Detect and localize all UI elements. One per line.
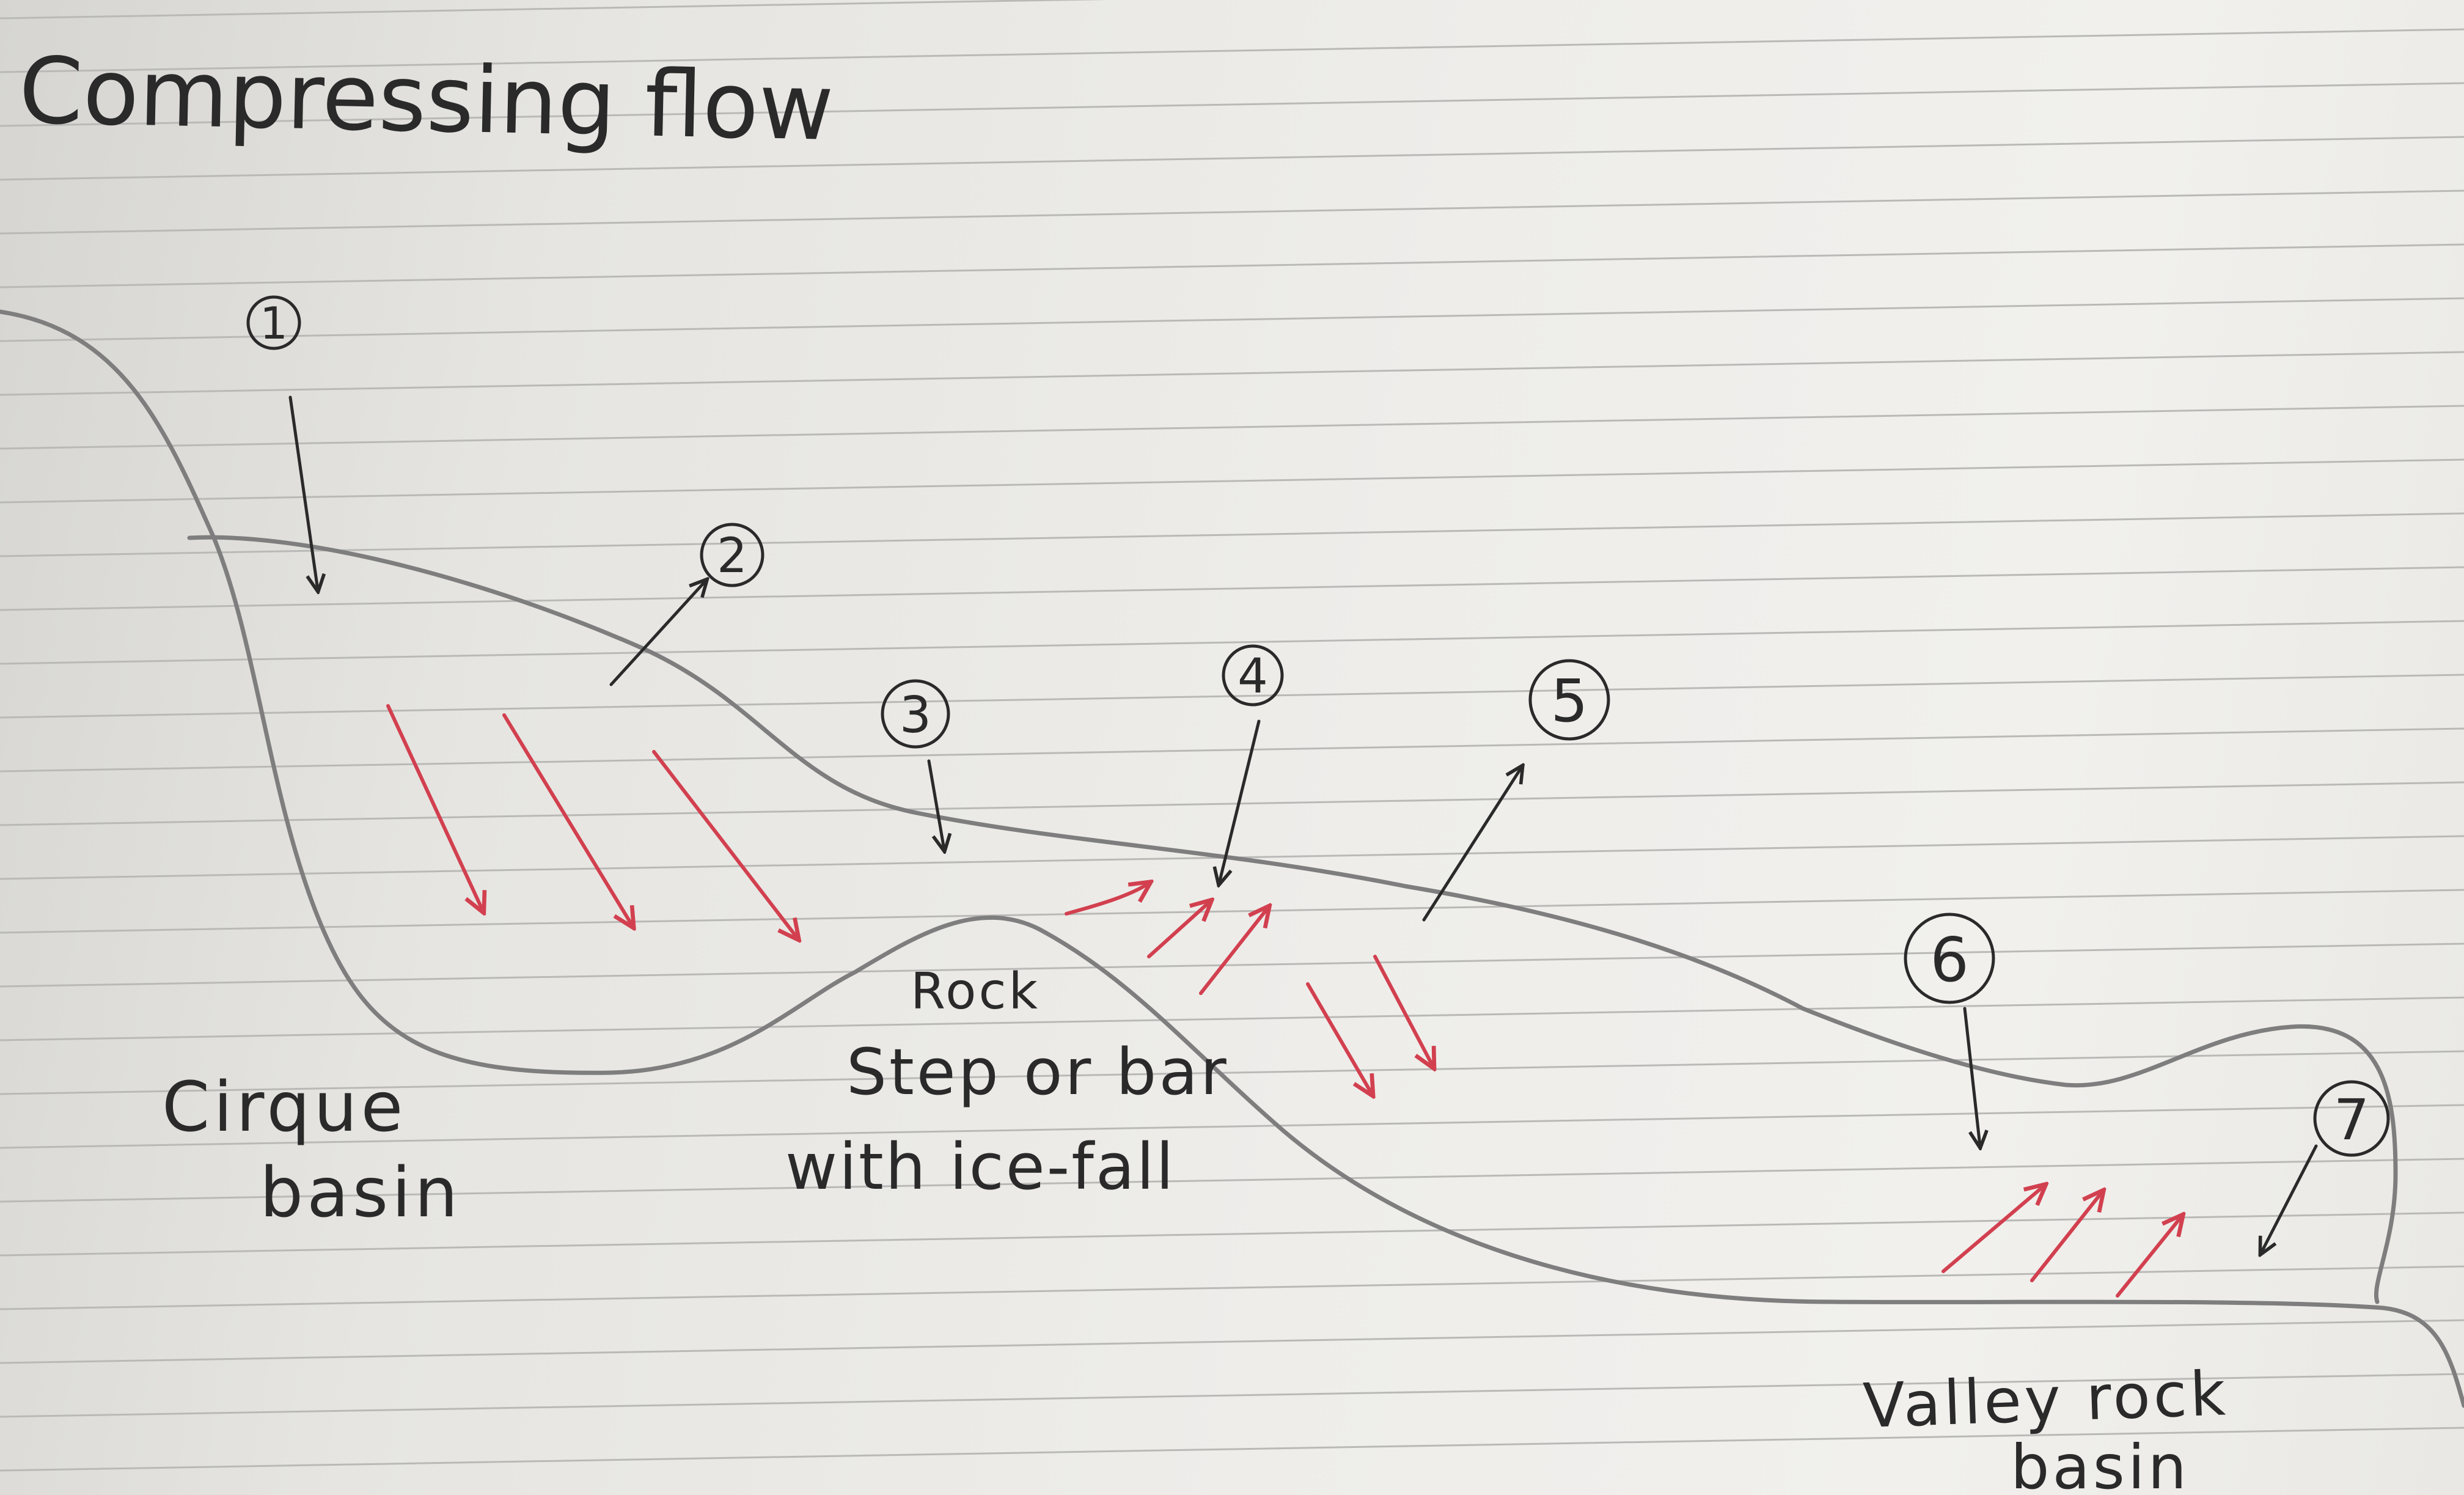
marker-2-label: 2 [717,529,747,584]
flow-arrow-down [652,750,798,938]
flow-arrow-up [1065,883,1149,916]
flow-arrow-down [1373,955,1433,1067]
rock-label-line2: Step or bar [846,1035,1229,1109]
rule-line [0,1050,2464,1095]
rule-line [0,512,2464,557]
rule-line [0,1319,2464,1364]
numbered-markers: 1 2 3 4 5 6 7 [246,295,2390,1157]
rule-line [0,566,2464,611]
rule-line [0,405,2464,450]
flow-arrow-down [502,713,632,926]
rule-line [0,1373,2464,1418]
rule-line [0,1211,2464,1257]
flow-arrow-up [2116,1216,2182,1298]
leader-arrow-7 [2261,1144,2318,1253]
leader-arrow-3 [927,759,944,850]
rule-line [0,28,2464,73]
marker-6-label: 6 [1930,924,1969,996]
rule-line [0,1104,2464,1149]
marker-7: 7 [2313,1080,2390,1157]
rule-line [0,0,1109,20]
marker-4: 4 [1222,644,1284,707]
rule-line [0,889,2464,934]
rule-line [0,1158,2464,1203]
marker-5: 5 [1528,659,1610,741]
marker-3-label: 3 [900,686,931,744]
leader-arrow-4 [1219,719,1261,883]
rule-line [0,781,2464,826]
rule-line [0,297,2464,342]
region-labels: Cirque basin Rock Step or bar with ice-f… [162,963,2229,1495]
leader-arrows [288,395,2318,1253]
rule-line [0,458,2464,504]
flow-arrow-down [386,704,483,911]
rule-line [0,136,2464,181]
leader-arrow-1 [288,395,318,590]
rule-line [0,82,2464,127]
marker-6: 6 [1904,913,1995,1004]
marker-2: 2 [700,523,765,587]
marker-4-label: 4 [1238,649,1268,704]
cirque-label-line1: Cirque [162,1068,406,1147]
rock-label-line3: with ice-fall [785,1130,1175,1204]
valley-label-line1: Valley rock [1862,1357,2230,1442]
glacier-bed-outline [0,309,2464,1408]
marker-1: 1 [246,295,301,350]
rule-line [0,996,2464,1041]
rule-line [0,942,2464,988]
valley-label-line2: basin [2011,1431,2190,1495]
marker-7-label: 7 [2334,1087,2370,1153]
flow-arrow-up [2030,1192,2102,1282]
flow-arrow-up [1147,902,1210,958]
flow-arrow-up [1942,1186,2044,1273]
rule-line [0,189,2464,235]
rule-line [0,620,2464,665]
leader-arrow-5 [1422,767,1522,922]
page-title: Compressing flow [18,38,835,161]
rock-label-line1: Rock [911,963,1040,1021]
marker-5-label: 5 [1550,667,1588,735]
ice-surface-outline [187,535,2398,1304]
rule-line [0,1265,2464,1310]
rule-line [0,351,2464,396]
rule-line [0,727,2464,773]
cirque-label-line2: basin [260,1153,461,1233]
marker-3: 3 [881,679,950,749]
flow-arrow-up [1199,908,1268,995]
ice-flow-arrows [386,704,2182,1298]
leader-arrow-2 [609,581,706,686]
rule-line [0,1427,2464,1472]
rule-line [0,243,2464,288]
leader-arrow-6 [1963,1007,1980,1146]
flow-arrow-down [1306,982,1372,1094]
marker-1-label: 1 [260,298,288,349]
